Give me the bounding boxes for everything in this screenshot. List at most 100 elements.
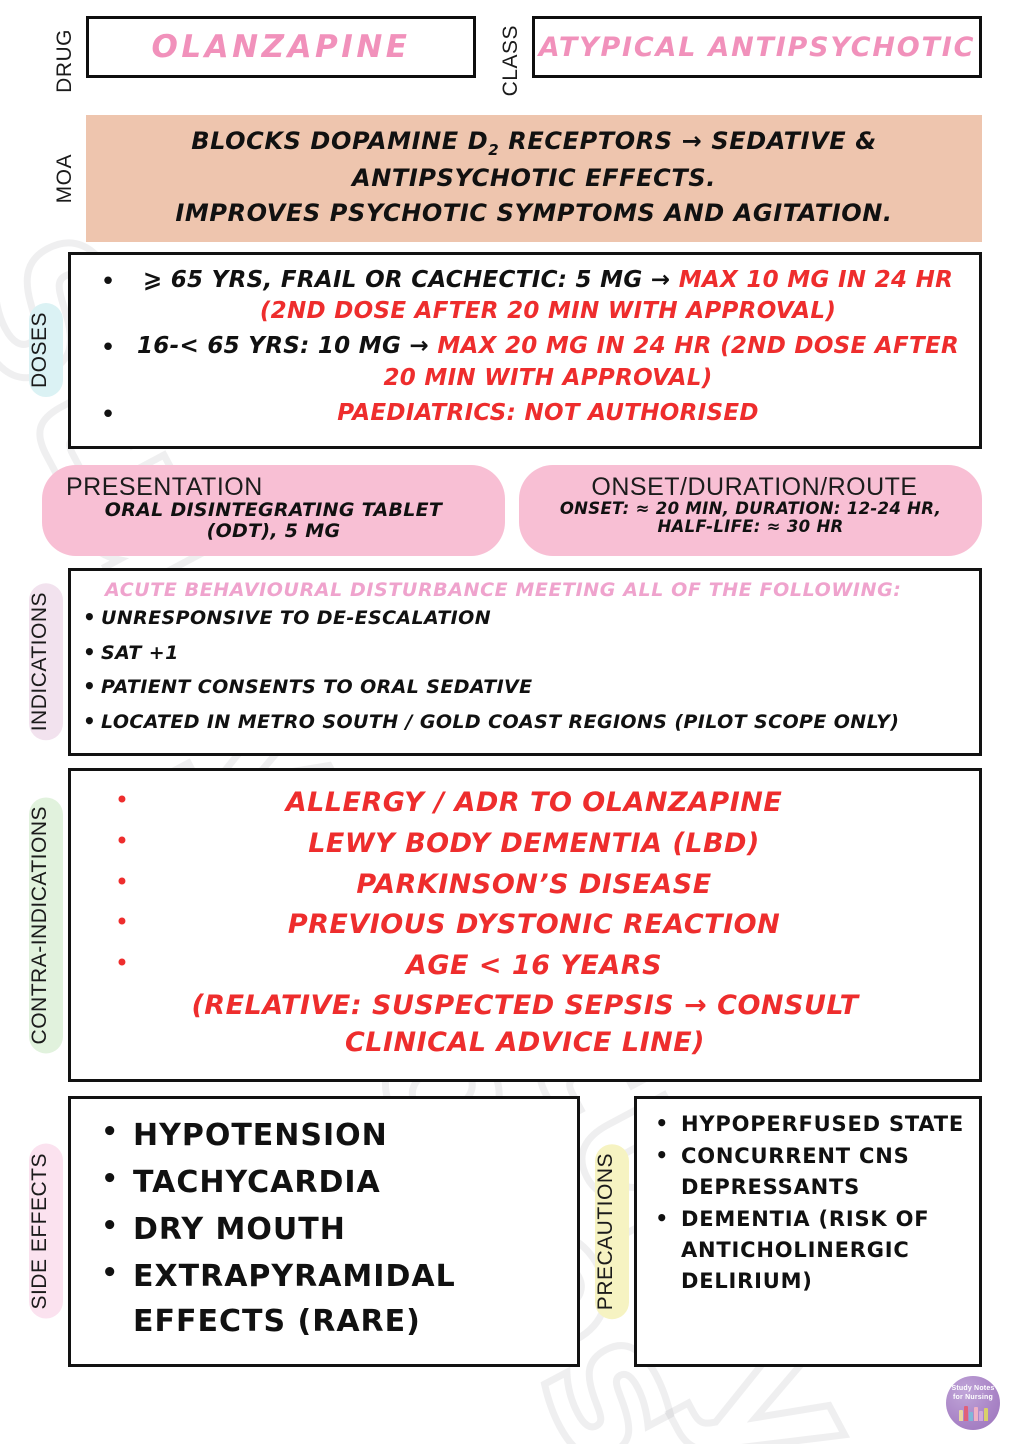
class-group: CLASS ATYPICAL ANTIPSYCHOTIC [488,16,982,105]
logo-line-2: for Nursing [953,1393,993,1401]
contraindication-text: PREVIOUS DYSTONIC REACTION [287,909,781,941]
side-effects-precautions-row: SIDE EFFECTS • HYPOTENSION • TACHYCARDIA… [24,1095,982,1367]
list-item: • CONCURRENT CNS DEPRESSANTS [645,1141,971,1203]
bullet-icon: • [114,867,130,896]
list-item: • AGE < 16 YEARS [83,948,967,984]
precautions-box: • HYPOPERFUSED STATE • CONCURRENT CNS DE… [634,1095,982,1367]
bullet-icon: • [655,1110,669,1135]
list-item: • SAT +1 [83,640,967,666]
moa-line-1-pre: BLOCKS DOPAMINE D [191,127,489,156]
bullet-icon: • [100,266,116,297]
drug-name: OLANZAPINE [151,29,411,65]
bullet-icon: • [100,399,116,430]
precaution-text: CONCURRENT CNS DEPRESSANTS [681,1143,910,1199]
precautions-label: PRECAUTIONS [594,1143,629,1319]
logo-bar [983,1407,988,1421]
side-effects-box: • HYPOTENSION • TACHYCARDIA • DRY MOUTH … [68,1095,580,1367]
list-item: • TACHYCARDIA [81,1160,567,1205]
drug-name-box: OLANZAPINE [86,16,476,78]
class-name-box: ATYPICAL ANTIPSYCHOTIC [532,16,982,78]
dose-text-black: 16-< 65 YRS: 10 MG → [137,333,438,360]
indication-text: UNRESPONSIVE TO DE-ESCALATION [101,606,492,629]
logo-bar [973,1406,978,1421]
dose-text-red: MAX 10 MG IN 24 HR (2ND DOSE AFTER 20 MI… [259,266,954,325]
contraindication-note-line-1: (RELATIVE: SUSPECTED SEPSIS → CONSULT [191,990,859,1022]
presentation-card: PRESENTATION ORAL DISINTEGRATING TABLET … [42,464,505,556]
bullet-icon: • [114,786,130,815]
list-item: • ALLERGY / ADR TO OLANZAPINE [83,785,967,821]
onset-line-2: HALF-LIFE: ≈ 30 HR [657,516,844,536]
bullet-icon: • [83,639,97,664]
dose-item: • PAEDIATRICS: NOT AUTHORISED [85,398,965,431]
logo-bar [978,1410,983,1421]
logo-artwork [956,1404,990,1421]
contraindications-box: • ALLERGY / ADR TO OLANZAPINE • LEWY BOD… [68,768,982,1082]
presentation-heading: PRESENTATION [66,472,263,501]
bullet-icon: • [114,826,130,855]
doses-box: • ⩾ 65 YRS, FRAIL OR CACHECTIC: 5 MG → M… [68,251,982,449]
contraindication-text: PARKINSON’S DISEASE [356,868,712,900]
drug-group: DRUG OLANZAPINE [42,16,476,105]
indications-row: INDICATIONS ACUTE BEHAVIOURAL DISTURBANC… [24,567,982,757]
side-effect-text: HYPOTENSION [133,1117,388,1153]
side-effect-text: TACHYCARDIA [133,1164,381,1200]
bullet-icon: • [83,674,97,699]
list-item: • UNRESPONSIVE TO DE-ESCALATION [83,605,967,631]
bullet-icon: • [83,708,97,733]
bullet-icon: • [101,1116,119,1147]
dose-text: 16-< 65 YRS: 10 MG → MAX 20 MG IN 24 HR … [131,331,965,394]
logo-line-1: Study Notes [951,1385,995,1393]
moa-box: BLOCKS DOPAMINE D2 RECEPTORS → SEDATIVE … [86,115,982,242]
list-item: • PATIENT CONSENTS TO ORAL SEDATIVE [83,674,967,700]
indication-text: SAT +1 [101,641,179,664]
contraindications-label-wrap: CONTRA-INDICATIONS [24,768,68,1081]
drug-label: DRUG [52,28,76,93]
contraindications-label: CONTRA-INDICATIONS [28,796,63,1054]
dose-text: ⩾ 65 YRS, FRAIL OR CACHECTIC: 5 MG → MAX… [131,265,965,328]
doses-row: DOSES • ⩾ 65 YRS, FRAIL OR CACHECTIC: 5 … [24,251,982,449]
indications-lead: ACUTE BEHAVIOURAL DISTURBANCE MEETING AL… [105,578,902,601]
header-row: DRUG OLANZAPINE CLASS ATYPICAL ANTIPSYCH… [42,16,982,105]
moa-line-1-subscript: 2 [488,141,500,160]
list-item: • DRY MOUTH [81,1207,567,1252]
presentation-body-line-1: ORAL DISINTEGRATING TABLET [104,498,443,521]
dose-text: PAEDIATRICS: NOT AUTHORISED [131,398,965,430]
moa-row: MOA BLOCKS DOPAMINE D2 RECEPTORS → SEDAT… [42,115,982,242]
dose-item: • ⩾ 65 YRS, FRAIL OR CACHECTIC: 5 MG → M… [85,265,965,328]
class-label-wrap: CLASS [488,16,532,105]
bullet-icon: • [101,1163,119,1194]
onset-heading: ONSET/DURATION/ROUTE [591,472,918,501]
side-effects-label: SIDE EFFECTS [28,1143,63,1319]
contraindication-note-line-2: CLINICAL ADVICE LINE) [344,1026,706,1058]
indication-text: PATIENT CONSENTS TO ORAL SEDATIVE [101,676,533,699]
precaution-text: DEMENTIA (RISK OF ANTICHOLINERGIC DELIRI… [681,1206,930,1294]
moa-line-3: IMPROVES PSYCHOTIC SYMPTOMS AND AGITATIO… [175,198,893,227]
onset-line-1: ONSET: ≈ 20 MIN, DURATION: 12-24 HR, [559,498,942,518]
class-label: CLASS [498,25,522,97]
bullet-icon: • [101,1210,119,1241]
moa-line-1-post: RECEPTORS → SEDATIVE & [499,127,877,156]
indications-box: ACUTE BEHAVIOURAL DISTURBANCE MEETING AL… [68,567,982,757]
side-effects-label-wrap: SIDE EFFECTS [24,1096,68,1367]
list-item: • EXTRAPYRAMIDAL EFFECTS (RARE) [81,1254,567,1344]
list-item: • LOCATED IN METRO SOUTH / GOLD COAST RE… [83,709,967,735]
list-item: • HYPOPERFUSED STATE [645,1109,971,1140]
dose-text-red: MAX 20 MG IN 24 HR (2ND DOSE AFTER 20 MI… [383,333,959,391]
list-item: • HYPOTENSION [81,1113,567,1158]
logo-bar [968,1411,973,1421]
bullet-icon: • [101,1257,119,1288]
dose-item: • 16-< 65 YRS: 10 MG → MAX 20 MG IN 24 H… [85,331,965,394]
doses-label-wrap: DOSES [24,252,68,449]
precautions-group: PRECAUTIONS • HYPOPERFUSED STATE • CONCU… [590,1095,982,1367]
logo-bar [958,1409,963,1421]
indication-text: LOCATED IN METRO SOUTH / GOLD COAST REGI… [101,710,900,733]
contraindication-text: LEWY BODY DEMENTIA (LBD) [308,827,760,859]
bullet-icon: • [83,604,97,629]
indications-label: INDICATIONS [28,583,63,741]
bullet-icon: • [114,948,130,977]
side-effect-text: EXTRAPYRAMIDAL EFFECTS (RARE) [133,1258,456,1339]
drug-label-wrap: DRUG [42,16,86,105]
moa-line-2: ANTIPSYCHOTIC EFFECTS. [352,164,716,193]
list-item: • PREVIOUS DYSTONIC REACTION [83,907,967,943]
